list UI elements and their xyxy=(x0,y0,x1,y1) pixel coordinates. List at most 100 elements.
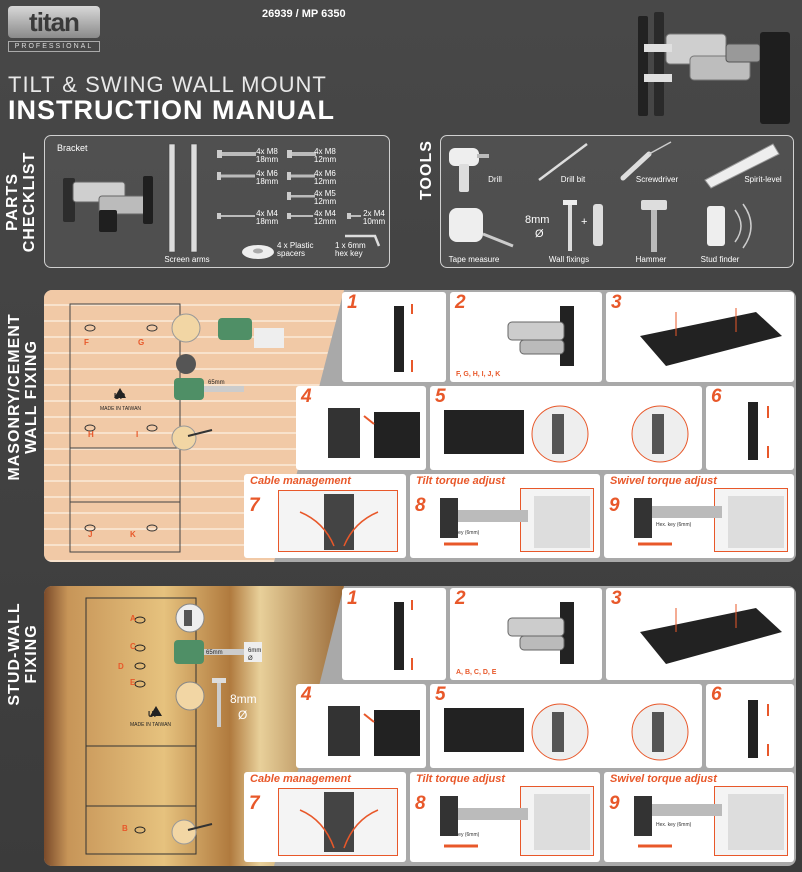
screw-m4-12-icon xyxy=(287,213,313,219)
screw-m4-10-icon xyxy=(347,213,361,219)
stud-cable-management: Cable management 7 xyxy=(244,772,406,862)
wall-fixing-size: 8mm xyxy=(525,214,550,226)
wall-mount-product-image xyxy=(638,12,790,124)
stud-up-text: UP xyxy=(148,710,160,719)
plastic-spacers-icon xyxy=(242,245,274,259)
wall-fixing-plus: + xyxy=(581,216,588,228)
masonry-tilt-hexkey: Hex. key (6mm) xyxy=(444,530,480,536)
stud-hole-c: C xyxy=(130,642,136,651)
masonry-section-label: MASONRY/CEMENT WALL FIXING xyxy=(6,313,40,481)
screwdriver-label: Screwdriver xyxy=(635,175,679,184)
wall-fixing-diameter: Ø xyxy=(535,228,544,240)
stud-hole-a: A xyxy=(130,614,136,623)
masonry-made-text: MADE IN TAIWAN xyxy=(100,406,142,412)
drill-icon xyxy=(449,148,489,192)
hex-key-icon xyxy=(345,234,381,247)
tools-label: TOOLS xyxy=(418,140,435,200)
masonry-section: UP MADE IN TAIWAN F G H I J K 65mm 1 2 F… xyxy=(44,290,796,562)
logo-wordmark: titan xyxy=(8,6,100,38)
stud-screw-diameter: Ø xyxy=(238,708,248,722)
spacers-label: 4 x Plastic spacers xyxy=(277,241,314,258)
masonry-step-6: 6 xyxy=(706,386,794,470)
masonry-hole-j: J xyxy=(88,530,93,539)
masonry-drill-depth-image xyxy=(174,378,244,400)
stud-cable-image xyxy=(299,792,379,852)
drill-bit-icon xyxy=(538,143,588,181)
masonry-plug-insert-image xyxy=(171,313,284,374)
screwdriver-icon xyxy=(620,141,672,181)
logo-subtitle: PROFESSIONAL xyxy=(8,41,100,52)
masonry-step4-image xyxy=(328,408,420,458)
masonry-pencil-hand-image xyxy=(171,425,213,451)
stud-step-4: 4 xyxy=(296,684,426,768)
masonry-drill-depth: 65mm xyxy=(208,380,225,386)
wall-fixings-label: Wall fixings xyxy=(548,255,590,264)
masonry-step-1: 1 xyxy=(342,292,446,382)
screen-arms-image xyxy=(168,143,198,253)
tape-measure-icon xyxy=(449,208,514,248)
drill-label: Drill xyxy=(488,175,502,184)
wall-plug-icon xyxy=(593,204,603,246)
masonry-step2-letters: F, G, H, I, J, K xyxy=(456,371,501,378)
hammer-icon xyxy=(641,200,667,252)
hexkey-label: 1 x 6mm hex key xyxy=(335,241,366,258)
masonry-hole-g: G xyxy=(138,338,145,347)
title-line-2: INSTRUCTION MANUAL xyxy=(8,95,335,125)
masonry-swivel-image xyxy=(634,496,784,548)
stud-step1-image xyxy=(394,600,413,670)
masonry-cable-management: Cable management 7 xyxy=(244,474,406,558)
masonry-step1-image xyxy=(394,304,413,372)
stud-drill-image xyxy=(174,640,262,664)
title-line-1: TILT & SWING WALL MOUNT xyxy=(8,72,327,97)
stud-template-image xyxy=(85,597,197,855)
stud-screw-size: 8mm xyxy=(230,692,257,706)
stud-step4-image xyxy=(328,706,420,756)
stud-pencil-hand-image xyxy=(171,819,213,845)
spirit-level-label: Spirit-level xyxy=(744,175,782,184)
screw-m8-12-icon xyxy=(287,150,316,158)
tape-measure-label: Tape measure xyxy=(448,255,500,264)
titan-logo: titan PROFESSIONAL xyxy=(8,6,100,52)
stud-tilt-hexkey: Hex. key (6mm) xyxy=(444,832,480,838)
stud-step2-letters: A, B, C, D, E xyxy=(456,669,497,676)
stud-swivel-image xyxy=(634,794,784,850)
drill-bit-label: Drill bit xyxy=(560,175,586,184)
hammer-label: Hammer xyxy=(635,255,667,264)
model-number: 26939 / MP 6350 xyxy=(262,8,346,20)
stud-step5-image xyxy=(444,703,689,761)
screen-arms-label: Screen arms xyxy=(164,255,210,264)
masonry-tilt-torque: Tilt torque adjust 8 Hex. key (6mm) xyxy=(410,474,600,558)
stud-finder-use-image xyxy=(175,603,205,633)
screw-m6-18-icon xyxy=(217,172,255,180)
bracket-image xyxy=(63,176,153,232)
stud-hole-e: E xyxy=(130,678,136,687)
stud-step6-image xyxy=(748,700,769,758)
screw-m6-12-icon xyxy=(287,172,315,180)
stud-section: UP MADE IN TAIWAN A C D E B 65mm 6mm Ø 8… xyxy=(44,586,796,866)
stud-hole-d: D xyxy=(118,662,124,671)
stud-swivel-torque: Swivel torque adjust 9 Hex. key (6mm) xyxy=(604,772,794,862)
stud-step-1: 1 xyxy=(342,588,446,680)
screw-m5-12-icon xyxy=(287,192,315,200)
screw-m4-18-icon xyxy=(217,213,255,219)
stud-step-2: 2 A, B, C, D, E xyxy=(450,588,602,680)
stud-hole-b: B xyxy=(122,824,128,833)
masonry-step5-image xyxy=(444,405,689,463)
masonry-hole-i: I xyxy=(136,430,139,439)
masonry-up-text: UP xyxy=(114,392,126,401)
stud-tilt-image xyxy=(440,794,590,850)
stud-step2-image xyxy=(507,602,574,664)
stud-section-label: STUD-WALL FIXING xyxy=(6,602,40,706)
screw-m8-18-icon xyxy=(217,150,256,158)
parts-checklist-label: PARTS CHECKLIST xyxy=(4,151,38,253)
stud-screw-icon xyxy=(212,678,226,727)
masonry-swivel-torque: Swivel torque adjust 9 Hex. key (6mm) xyxy=(604,474,794,558)
